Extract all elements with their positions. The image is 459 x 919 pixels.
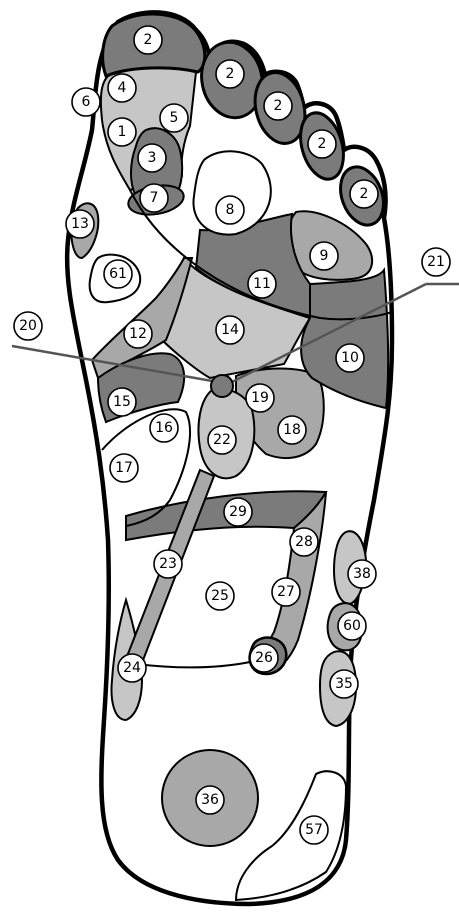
label-zone-16: 16	[150, 414, 178, 442]
label-zone-35: 35	[330, 670, 358, 698]
svg-text:3: 3	[148, 150, 157, 166]
label-zone-27: 27	[272, 578, 300, 606]
svg-text:10: 10	[341, 350, 359, 366]
svg-text:36: 36	[201, 792, 219, 808]
label-zone-19: 19	[246, 384, 274, 412]
svg-text:28: 28	[295, 534, 313, 550]
svg-text:27: 27	[277, 584, 295, 600]
label-zone-3: 3	[138, 144, 166, 172]
svg-text:13: 13	[71, 216, 89, 232]
label-zone-29: 29	[224, 498, 252, 526]
zone-21-point	[211, 375, 233, 397]
svg-text:60: 60	[343, 618, 361, 634]
svg-text:26: 26	[255, 650, 273, 666]
label-toe-3: 2	[264, 92, 292, 120]
label-zone-60: 60	[338, 612, 366, 640]
svg-text:20: 20	[19, 318, 37, 334]
svg-text:8: 8	[226, 202, 235, 218]
label-zone-14: 14	[216, 316, 244, 344]
label-zone-22: 22	[208, 426, 236, 454]
svg-text:17: 17	[115, 460, 133, 476]
label-toe-big: 2	[134, 26, 162, 54]
svg-text:23: 23	[159, 556, 177, 572]
svg-text:18: 18	[283, 422, 301, 438]
svg-text:11: 11	[253, 276, 271, 292]
label-zone-6: 6	[72, 88, 100, 116]
label-zone-1: 1	[108, 118, 136, 146]
label-toe-5: 2	[350, 180, 378, 208]
svg-text:12: 12	[129, 326, 147, 342]
label-zone-28: 28	[290, 528, 318, 556]
svg-text:2: 2	[360, 186, 369, 202]
label-zone-12: 12	[124, 320, 152, 348]
svg-text:21: 21	[427, 254, 445, 270]
svg-text:29: 29	[229, 504, 247, 520]
label-zone-26: 26	[250, 644, 278, 672]
label-zone-24: 24	[118, 654, 146, 682]
svg-text:15: 15	[113, 394, 131, 410]
svg-text:14: 14	[221, 322, 239, 338]
label-zone-11: 11	[248, 270, 276, 298]
label-zone-13: 13	[66, 210, 94, 238]
svg-text:25: 25	[211, 588, 229, 604]
label-zone-18: 18	[278, 416, 306, 444]
label-toe-2: 2	[216, 60, 244, 88]
label-zone-10: 10	[336, 344, 364, 372]
svg-text:22: 22	[213, 432, 231, 448]
label-zone-8: 8	[216, 196, 244, 224]
svg-text:2: 2	[318, 136, 327, 152]
svg-text:2: 2	[144, 32, 153, 48]
svg-text:57: 57	[305, 822, 323, 838]
label-zone-36: 36	[196, 786, 224, 814]
svg-text:6: 6	[82, 94, 91, 110]
svg-text:5: 5	[170, 110, 179, 126]
svg-text:4: 4	[118, 80, 127, 96]
svg-text:24: 24	[123, 660, 141, 676]
svg-text:19: 19	[251, 390, 269, 406]
label-zone-23: 23	[154, 550, 182, 578]
svg-text:7: 7	[150, 190, 159, 206]
label-zone-61: 61	[104, 260, 132, 288]
label-zone-15: 15	[108, 388, 136, 416]
label-zone-4: 4	[108, 74, 136, 102]
label-zone-9: 9	[310, 242, 338, 270]
svg-text:2: 2	[274, 98, 283, 114]
svg-text:9: 9	[320, 248, 329, 264]
label-toe-4: 2	[308, 130, 336, 158]
svg-text:38: 38	[353, 566, 371, 582]
label-zone-7: 7	[140, 184, 168, 212]
label-zone-20: 20	[14, 312, 42, 340]
svg-text:35: 35	[335, 676, 353, 692]
label-zone-5: 5	[160, 104, 188, 132]
svg-text:16: 16	[155, 420, 173, 436]
label-zone-38: 38	[348, 560, 376, 588]
label-zone-57: 57	[300, 816, 328, 844]
svg-text:1: 1	[118, 124, 127, 140]
label-zone-17: 17	[110, 454, 138, 482]
svg-text:2: 2	[226, 66, 235, 82]
label-zone-21: 21	[422, 248, 450, 276]
svg-text:61: 61	[109, 266, 127, 282]
label-zone-25: 25	[206, 582, 234, 610]
